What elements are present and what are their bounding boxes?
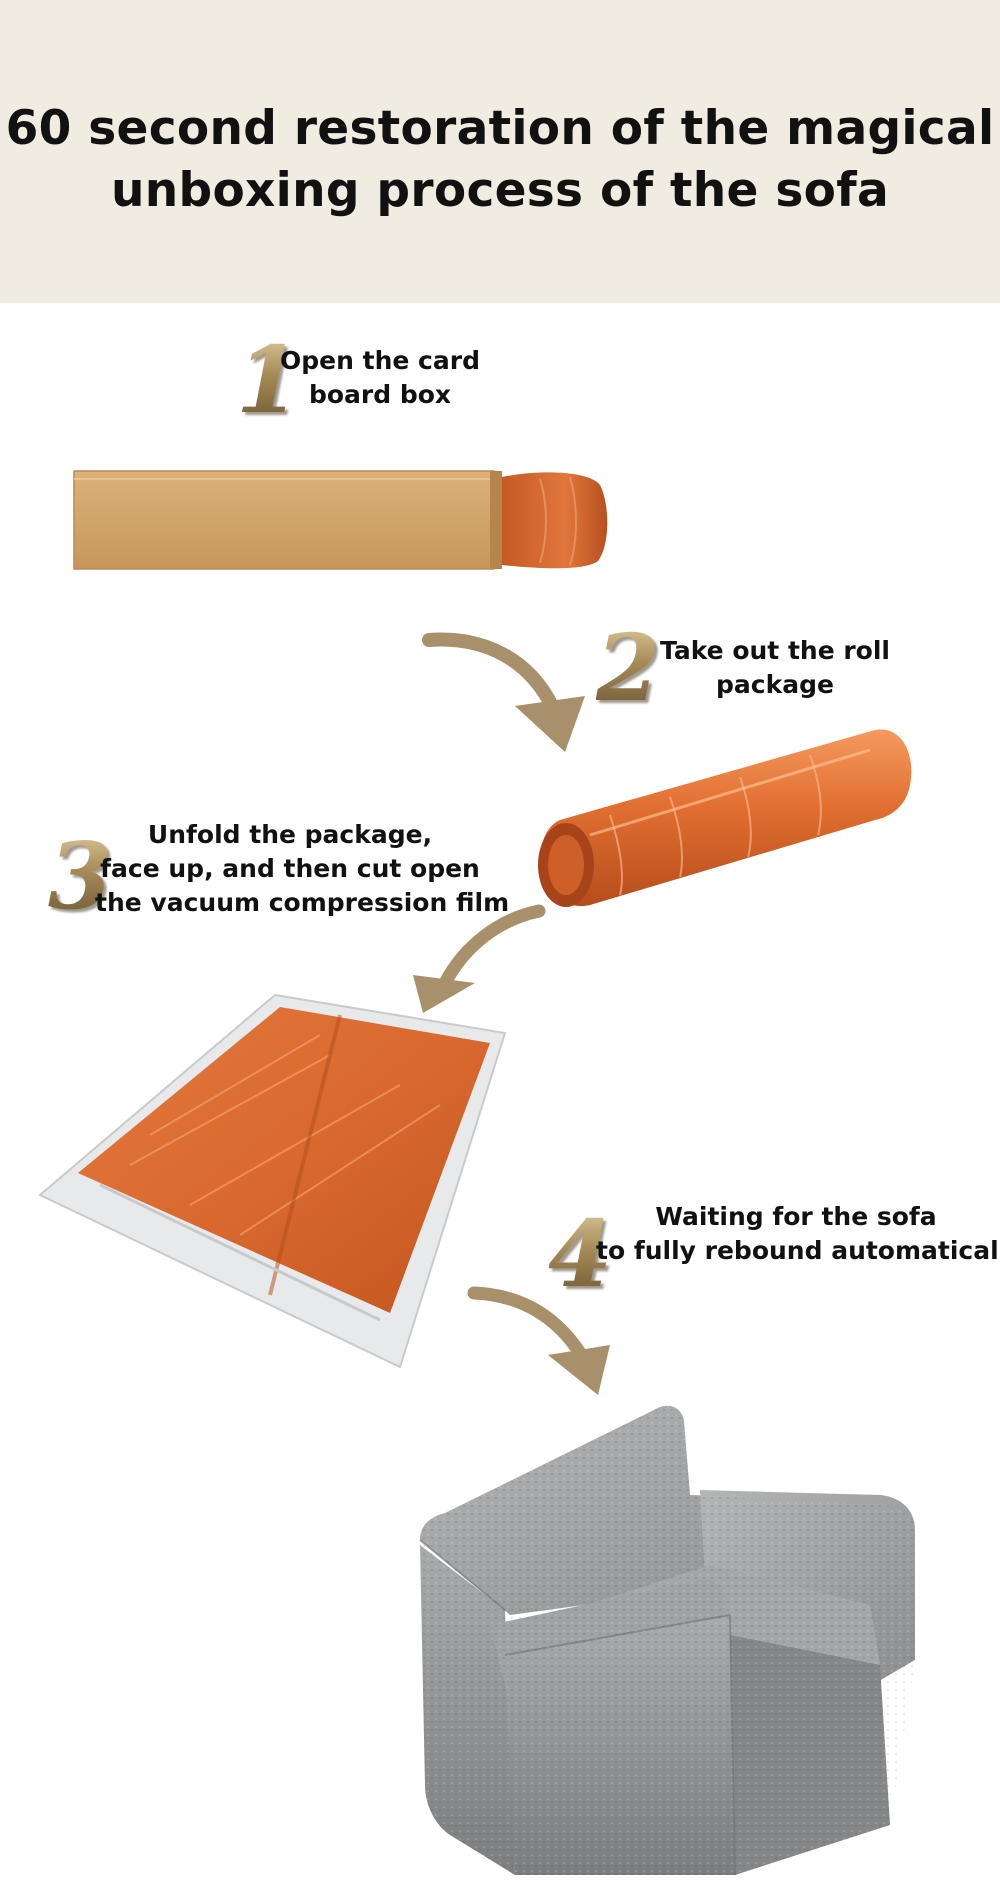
step-4-number: 4: [548, 1200, 613, 1308]
page-title: 60 second restoration of the magical unb…: [0, 98, 1000, 222]
arrow-down-right-icon-2: [467, 1286, 610, 1395]
step-2-text: Take out the roll package: [655, 634, 895, 702]
step-1-number: 1: [236, 326, 301, 434]
rolled-package-image: [538, 729, 912, 907]
step-2-line-2: package: [716, 670, 834, 699]
header-banner: 60 second restoration of the magical unb…: [0, 0, 1000, 303]
arrow-down-right-icon: [422, 632, 585, 752]
step-4-text: Waiting for the sofa to fully rebound au…: [596, 1200, 1000, 1268]
step-1-line-2: board box: [308, 380, 452, 409]
step-4-line-1: Waiting for the sofa: [655, 1202, 937, 1231]
step-2-number: 2: [596, 614, 661, 722]
step-3-text: Unfold the package, face up, and then cu…: [95, 818, 510, 920]
unfolded-package-image: [38, 993, 507, 1369]
step-3-line-2: face up, and then cut open: [100, 854, 480, 883]
step-2-line-1: Take out the roll: [660, 636, 890, 665]
cardboard-box-image: [73, 470, 608, 570]
step-1-line-1: Open the card: [280, 346, 480, 375]
step-3-line-1: Unfold the package,: [147, 820, 433, 849]
title-line-2: unboxing process of the sofa: [110, 163, 889, 218]
step-1-text: Open the card board box: [270, 344, 490, 412]
armchair-sofa-image: [419, 1405, 915, 1876]
title-line-1: 60 second restoration of the magical: [5, 101, 995, 156]
step-3-line-3: the vacuum compression film: [95, 888, 510, 917]
step-3-number: 3: [48, 822, 113, 930]
arrow-down-left-icon: [413, 904, 546, 1013]
step-4-line-2: to fully rebound automatically: [596, 1236, 1000, 1265]
